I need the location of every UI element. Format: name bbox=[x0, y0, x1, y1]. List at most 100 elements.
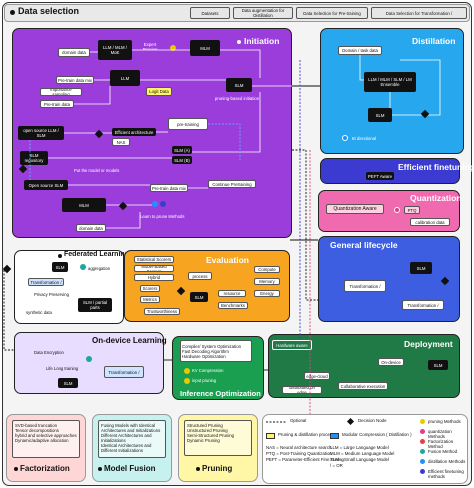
inference-title: Inference Optimization bbox=[180, 389, 261, 398]
efficient-arch-box: Efficient architecture bbox=[112, 128, 156, 136]
general-lifecycle-title: General lifecycle bbox=[330, 240, 398, 250]
importance-sampling-box: importance sampling bbox=[40, 88, 82, 96]
legend-method-label: Efficient finetuning methods bbox=[428, 468, 464, 480]
legend-pruning-distill: Pruning & distillation process bbox=[278, 432, 335, 437]
open-source-slm-box: Open source SLM bbox=[24, 180, 68, 190]
legend-method-label: Fusion Method bbox=[428, 448, 458, 454]
pruning-item-1: Structured Pruning bbox=[187, 423, 223, 428]
pruning-method-dot bbox=[170, 45, 176, 51]
inference-item-1: Compiler/ System Optimization bbox=[182, 343, 241, 349]
inference-item-2: Fast Decoding Algorithm bbox=[182, 348, 229, 354]
ondevice-slm-box: SLM bbox=[58, 378, 78, 388]
hardware-aware-box: Hardware aware bbox=[272, 340, 312, 350]
life-long-label: Life Long training bbox=[46, 366, 79, 371]
initiation-title-dot bbox=[237, 40, 241, 44]
slm-init-box: SLM bbox=[226, 78, 252, 92]
federated-title-dot bbox=[58, 254, 62, 258]
llm-mlm-moe-box: LLM / MLM / MoE bbox=[98, 40, 132, 60]
tab-datasets[interactable]: Datasets bbox=[190, 7, 230, 19]
quantization-method-dot bbox=[394, 207, 400, 213]
pruning-title-dot bbox=[196, 467, 200, 471]
logit-data-box: Logit Data bbox=[146, 87, 172, 96]
resource-box: resource bbox=[218, 290, 246, 297]
hybrid-box: Hybrid bbox=[134, 274, 174, 281]
fusion-item-2: Different Architectures and Initializati… bbox=[101, 433, 152, 443]
legend-method-label: distillation Methods bbox=[428, 458, 466, 464]
compute-box: Compute bbox=[254, 266, 280, 273]
legend-method-swatch bbox=[420, 449, 425, 454]
memory-box: Memory bbox=[254, 278, 280, 285]
pruning-title: Pruning bbox=[202, 464, 233, 473]
abbrev-peft: PEFT = Parameter-Efficient Fine Tuning bbox=[266, 457, 344, 462]
abbrev-or: / = OR bbox=[330, 463, 343, 468]
input-pruning-dot bbox=[184, 378, 190, 384]
legend-method-swatch bbox=[420, 429, 425, 434]
legend-method-swatch bbox=[420, 439, 425, 444]
factorization-title: Factorization bbox=[20, 464, 70, 473]
federated-slm-box: SLM bbox=[52, 262, 68, 272]
put-model-label: Put the model or models bbox=[74, 168, 120, 173]
legend-method-label: pruning Methods bbox=[428, 418, 461, 424]
slm-a-box: SLM (A) bbox=[172, 146, 192, 154]
nas-box: NAS bbox=[112, 138, 130, 146]
factorization-title-dot bbox=[14, 467, 18, 471]
legend-panel bbox=[262, 414, 468, 484]
ensemble-box: LLM / MLM / SLM / LM Ensemble bbox=[364, 72, 416, 92]
learn-to-prune-label: Learn to prune Methods bbox=[140, 214, 185, 219]
slm-partial-box: SLM / partial parts bbox=[78, 298, 112, 312]
ondevice-transformation-box: Transformation / bbox=[104, 366, 144, 378]
kv-compression-label: KV Compression bbox=[192, 368, 224, 373]
optional-line-icon bbox=[266, 421, 286, 423]
mlm-box: MLM bbox=[190, 40, 220, 56]
quantization-aware-box: Quantization Aware bbox=[326, 204, 384, 214]
slm-b-box: SLM (B) bbox=[172, 156, 192, 164]
mlm2-box: MLM bbox=[62, 198, 106, 212]
synthetic-data-label: synthetic data bbox=[26, 310, 52, 315]
evaluation-slm-box: SLM bbox=[190, 292, 208, 302]
model-fusion-list: Fusing Models with Identical Architectur… bbox=[98, 420, 166, 458]
tab-pretraining-selection[interactable]: Data Selection for Pre-training bbox=[296, 7, 368, 19]
abbrev-slm: SLM = Small Language Model bbox=[330, 457, 389, 462]
model-scorers-box: Model-Based Scorers bbox=[134, 265, 174, 272]
federated-transformation-box: Transformation / bbox=[28, 278, 64, 286]
pruning-initiation-label: pruning-based initiation bbox=[214, 96, 260, 101]
domain-data2-box: domain data bbox=[76, 224, 106, 232]
distillation-method-dot bbox=[152, 201, 158, 207]
privacy-label: Privacy Preserving bbox=[34, 292, 69, 297]
pruning-list: Structured Pruning Unstructured Pruning … bbox=[184, 420, 252, 456]
lifecycle-transformation-box: Transformation / bbox=[344, 280, 386, 292]
header-dot-icon bbox=[10, 10, 15, 15]
statistical-scorers-box: Statistical Scorers bbox=[134, 256, 174, 263]
abbrev-mlm: MLM = Medium Language Model bbox=[330, 451, 395, 456]
legend-decision: Decision Node bbox=[358, 418, 387, 423]
quantization-title: Quantization bbox=[410, 193, 462, 203]
fusion-item-3: Identical Architectures and Different In… bbox=[101, 443, 152, 453]
domain-data-box: domain data bbox=[58, 48, 90, 57]
pretrain-data-box: Pre-train data bbox=[40, 100, 74, 108]
factorization-item-3: hybrid and selective approaches bbox=[15, 433, 77, 438]
data-encryption-label: Data Encryption bbox=[34, 350, 64, 355]
llm-box: LLM bbox=[110, 70, 140, 86]
pruning-item-3: Semi-Structured Pruning bbox=[187, 433, 235, 438]
abbrev-llm: LLM = Large Language Model bbox=[330, 445, 389, 450]
pretrain-mix2-box: Pre-train data mix bbox=[150, 184, 188, 192]
factorization-item-2: Tensor decompositions bbox=[15, 428, 59, 433]
metrics-box: Metrics bbox=[140, 296, 160, 303]
edge-cloud-box: edge-cloud bbox=[304, 372, 330, 380]
tab-transformation-selection[interactable]: Data Selection for Transformation / bbox=[371, 7, 467, 19]
distillation-dot bbox=[342, 135, 348, 141]
efficient-finetuning-title: Efficient finetuning bbox=[398, 162, 474, 172]
collaborative-box: Collaborative execution bbox=[338, 382, 388, 390]
distributed-edge-box: distributed on edge bbox=[282, 386, 322, 394]
modular-icon bbox=[330, 433, 339, 439]
tab-augmentation[interactable]: Data augmentation for Distillation bbox=[233, 7, 293, 19]
ondevice-panel bbox=[14, 332, 164, 394]
lifecycle-slm-box: SLM bbox=[410, 262, 432, 274]
federated-title: Federated Learning bbox=[64, 251, 129, 258]
input-pruning-label: input pruning bbox=[192, 378, 217, 383]
open-source-llm-box: open source LLM / SLM bbox=[18, 126, 64, 140]
factorization-item-4: Dynamic/adaptive allocation bbox=[15, 438, 69, 443]
legend-method-swatch bbox=[420, 469, 425, 474]
